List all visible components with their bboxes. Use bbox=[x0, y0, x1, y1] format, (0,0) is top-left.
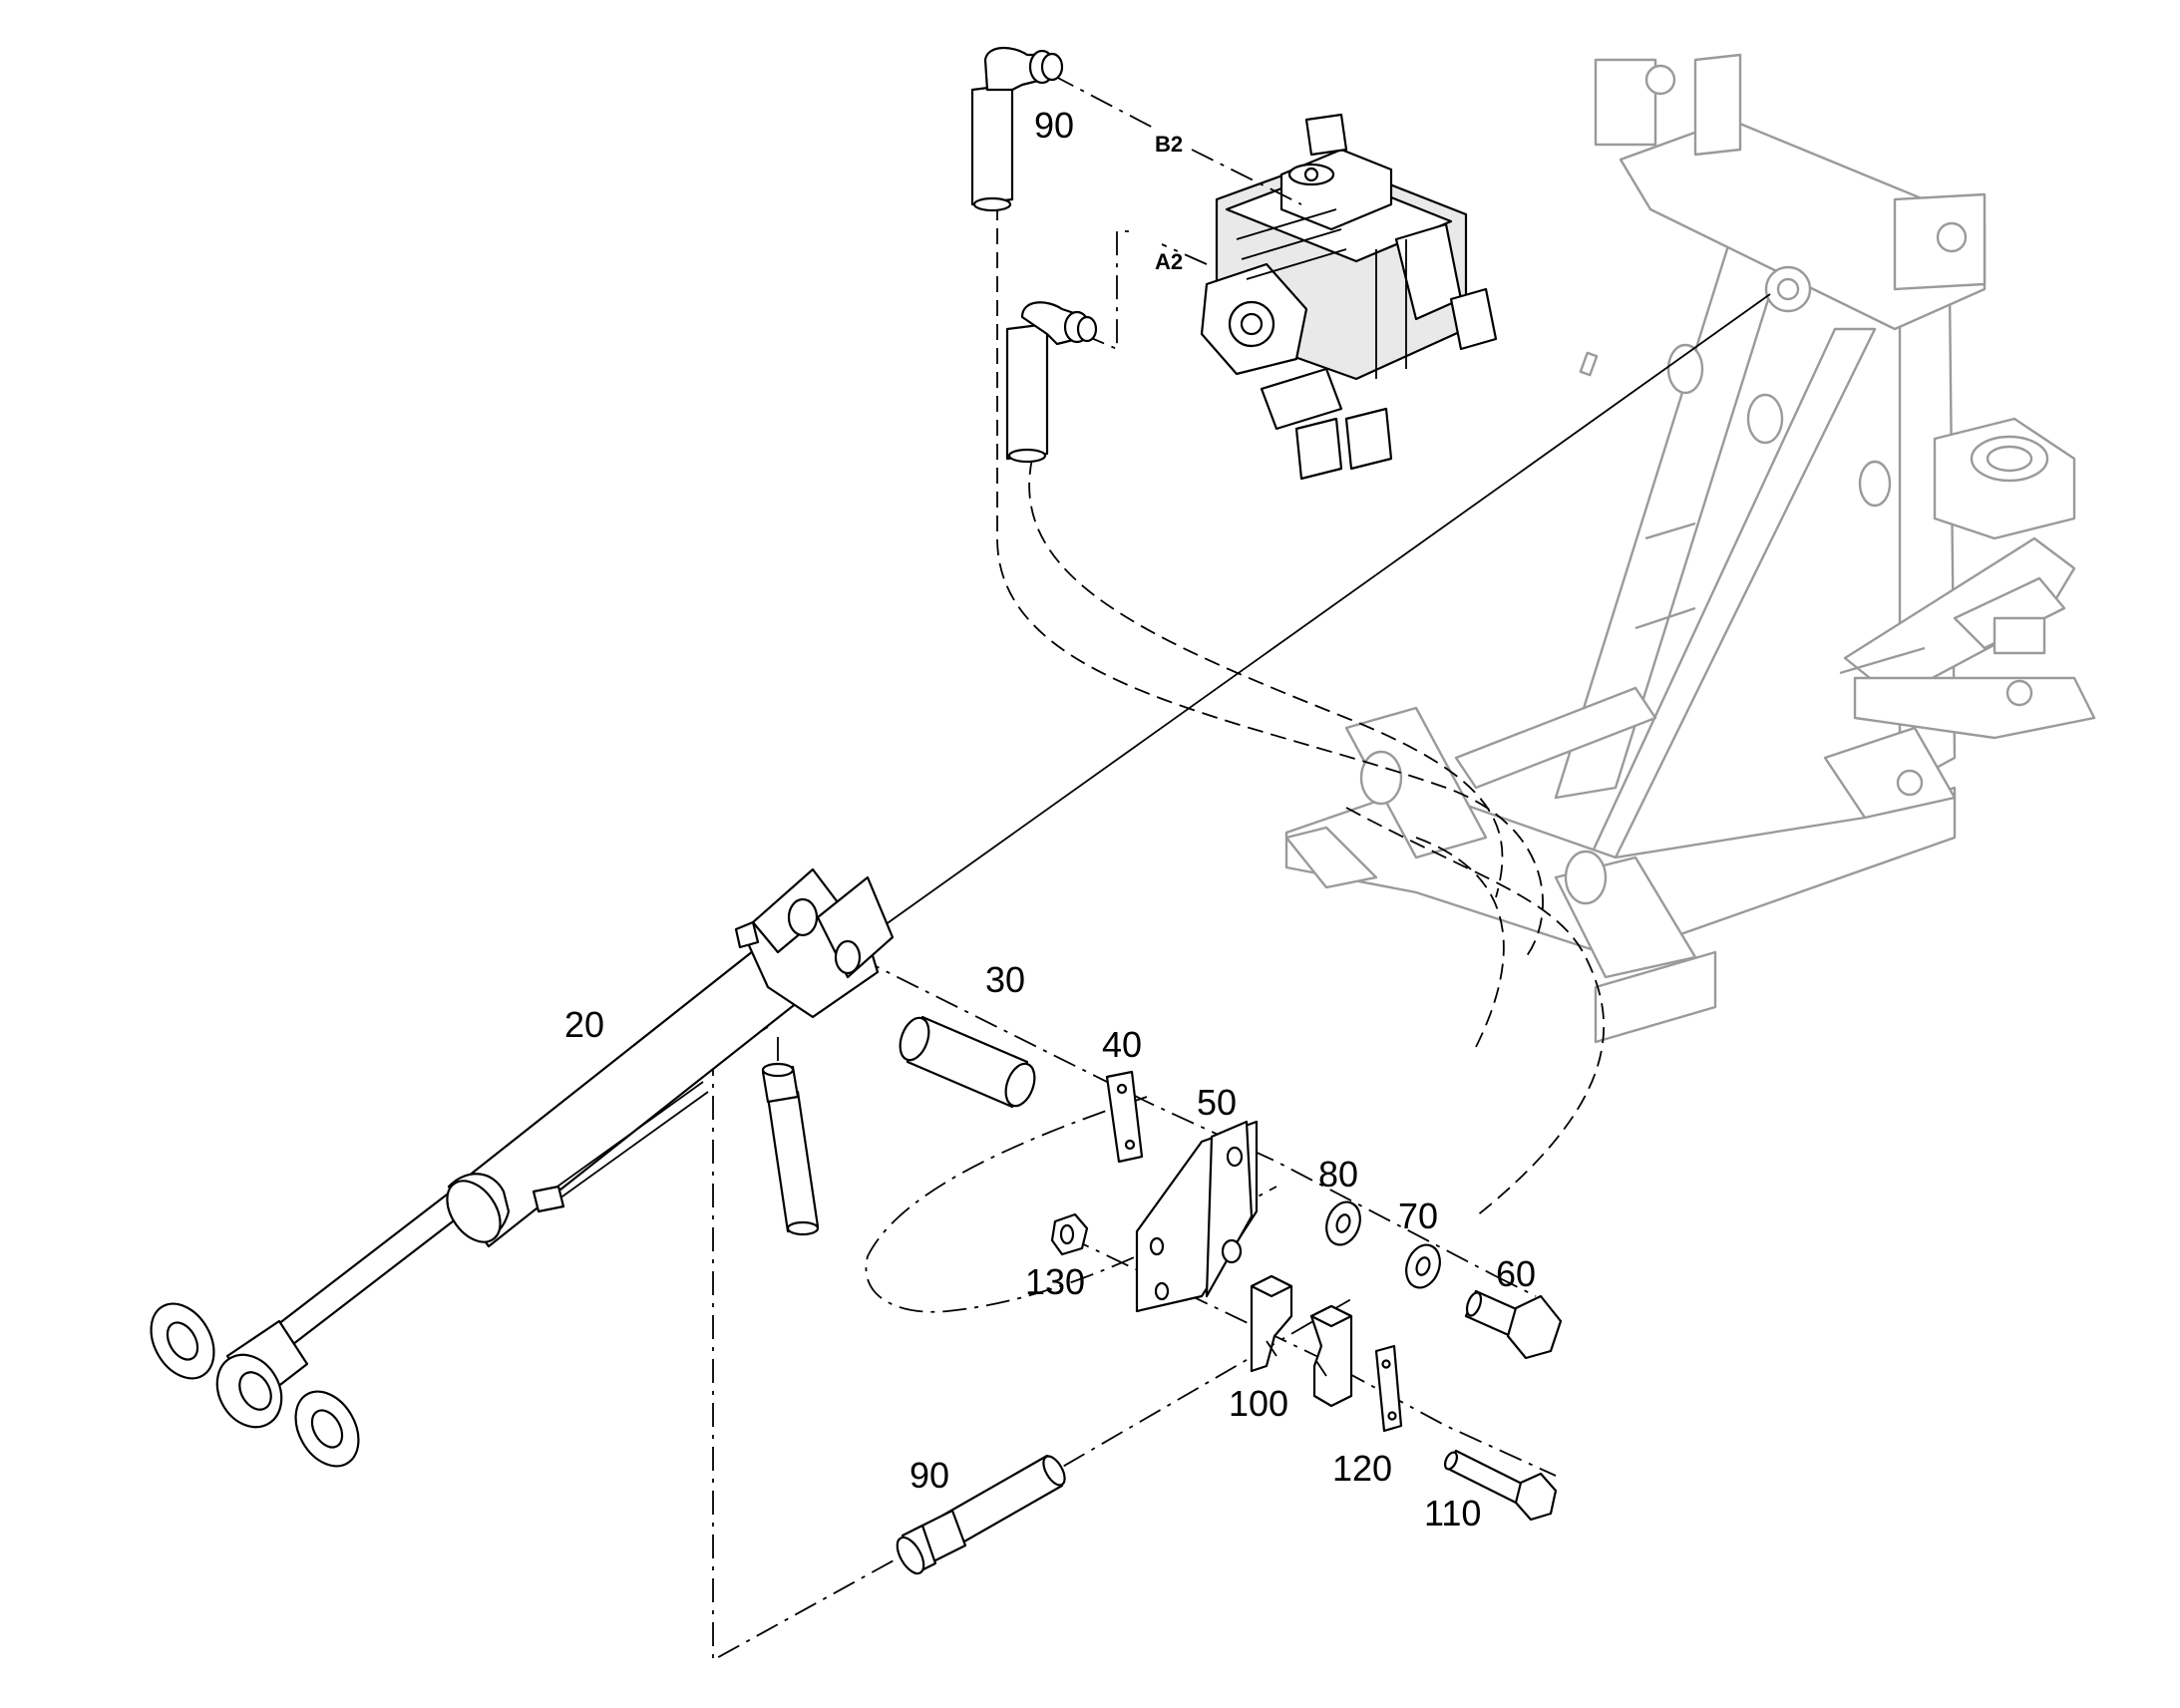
callout-110: 110 bbox=[1424, 1493, 1481, 1534]
callout-40: 40 bbox=[1102, 1024, 1142, 1065]
hose-middle bbox=[1005, 301, 1098, 464]
clamp-part-100 bbox=[1250, 1274, 1353, 1408]
mast-frame bbox=[1284, 53, 2096, 1044]
callout-20: 20 bbox=[564, 1004, 604, 1045]
callout-60: 60 bbox=[1496, 1253, 1536, 1294]
port-label-a2: A2 bbox=[1155, 249, 1183, 274]
washer-part-80 bbox=[1325, 1200, 1361, 1246]
washer-part-70 bbox=[1405, 1243, 1441, 1289]
callout-130: 130 bbox=[1025, 1261, 1085, 1302]
hose-part-90-bottom bbox=[896, 1454, 1066, 1575]
control-valve bbox=[1200, 113, 1498, 481]
bolt-part-110 bbox=[1443, 1449, 1558, 1522]
hydraulic-cylinder bbox=[150, 867, 895, 1468]
callout-120: 120 bbox=[1332, 1448, 1392, 1489]
pin-part-30 bbox=[899, 1015, 1036, 1109]
callout-80: 80 bbox=[1318, 1154, 1358, 1195]
port-label-b2: B2 bbox=[1155, 132, 1183, 157]
callout-90-bottom: 90 bbox=[909, 1455, 949, 1496]
callout-100: 100 bbox=[1229, 1383, 1288, 1424]
bracket-part-50 bbox=[1135, 1120, 1259, 1313]
callout-90-top: 90 bbox=[1034, 105, 1074, 146]
hose-upper bbox=[970, 47, 1064, 212]
plate-part-120 bbox=[1374, 1344, 1403, 1433]
callout-50: 50 bbox=[1197, 1082, 1237, 1123]
callout-70: 70 bbox=[1398, 1196, 1438, 1236]
nut-part-130 bbox=[1050, 1212, 1089, 1256]
callout-30: 30 bbox=[985, 959, 1025, 1000]
lock-plate-part-40 bbox=[1105, 1070, 1144, 1164]
hose-lower-left bbox=[761, 1062, 820, 1236]
bolt-part-60 bbox=[1464, 1289, 1563, 1360]
